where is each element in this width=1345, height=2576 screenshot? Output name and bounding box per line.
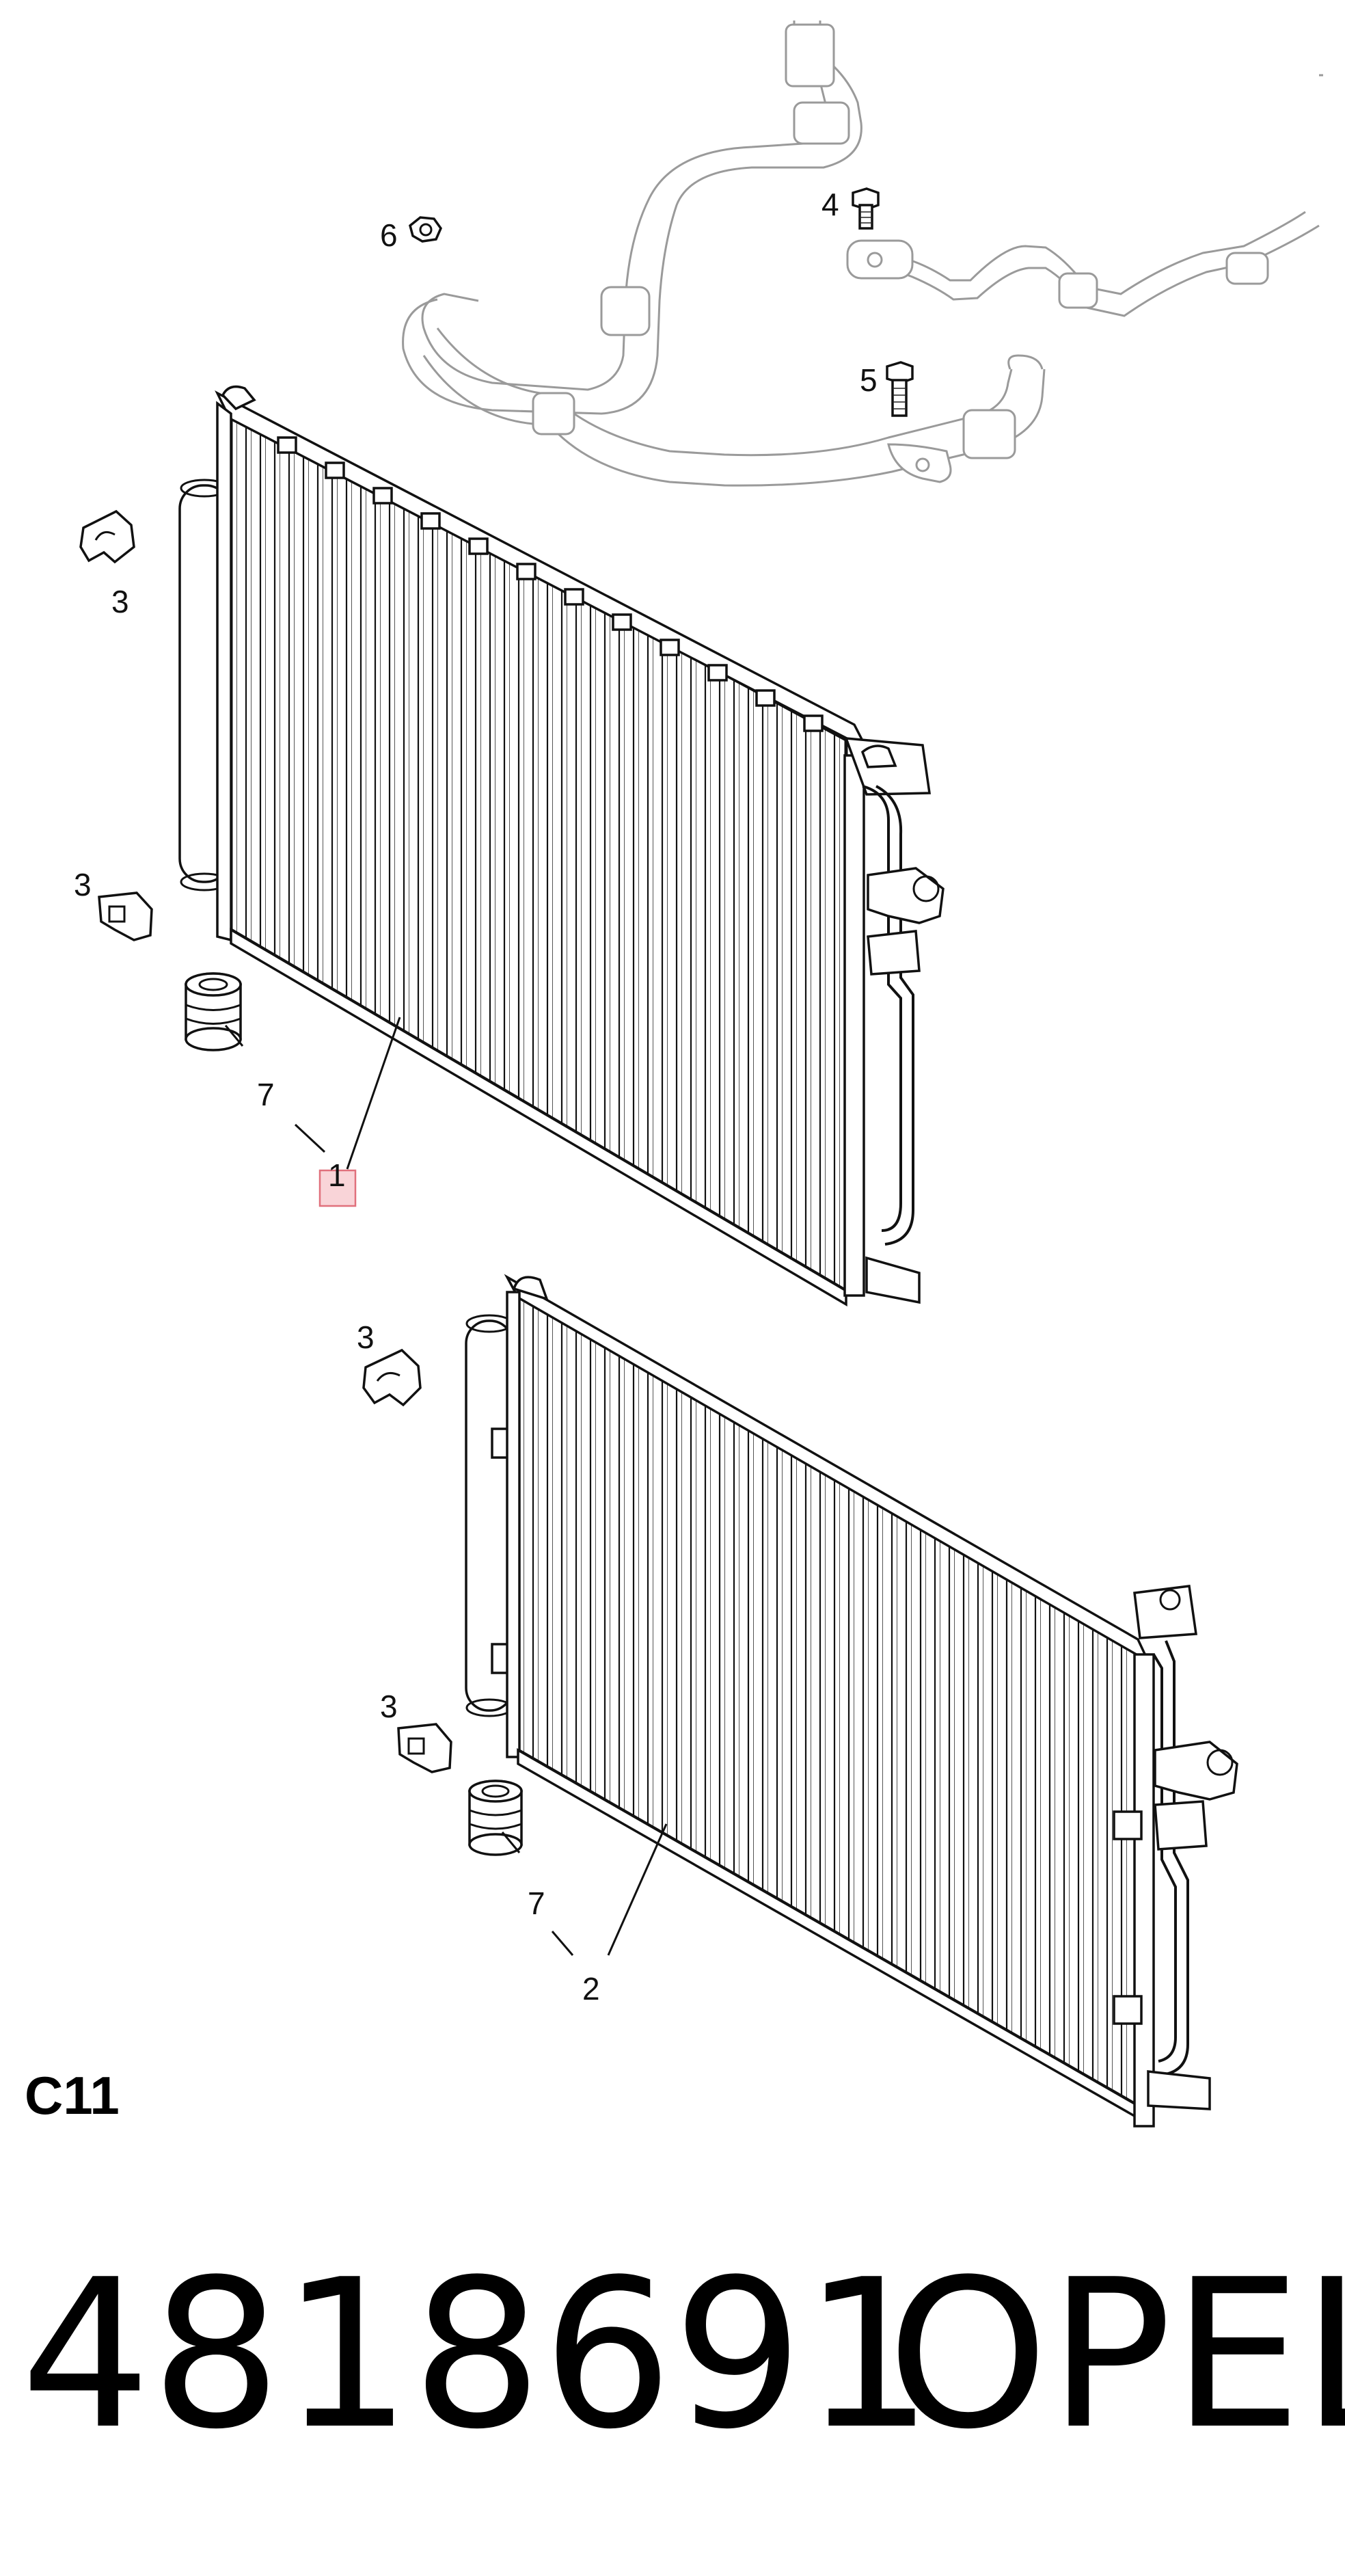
callout-3c: 3 — [357, 1319, 375, 1355]
callout-3a: 3 — [111, 584, 129, 619]
tank-tabs-1 — [277, 436, 824, 732]
leader-lines — [224, 1017, 668, 1956]
callout-7a: 7 — [257, 1077, 275, 1112]
callout-4: 4 — [821, 187, 839, 222]
mount-part-7a — [185, 972, 242, 1051]
part-number: 4818691 — [21, 2236, 934, 2474]
callout-2: 2 — [582, 1971, 600, 2007]
bolt-part-5 — [886, 361, 914, 417]
highlight-box — [318, 1169, 357, 1207]
refrigerant-lines — [402, 21, 1323, 487]
callout-6: 6 — [380, 217, 398, 253]
callout-labels: 6 4 5 3 3 7 1 3 3 7 2 — [74, 187, 878, 2007]
clip-part-3a — [79, 509, 135, 564]
nut-part-6 — [409, 216, 443, 243]
clip-part-3b — [98, 891, 153, 941]
brand-name: OPEL — [887, 2236, 1345, 2474]
callout-3d: 3 — [380, 1689, 398, 1724]
clip-part-3d — [397, 1723, 452, 1773]
mount-part-7b — [468, 1780, 523, 1856]
bolt-part-4 — [852, 187, 880, 230]
callout-7b: 7 — [528, 1886, 545, 1921]
callout-3b: 3 — [74, 867, 92, 902]
condenser-part-2 — [465, 1274, 1238, 2128]
section-code: C11 — [25, 2065, 120, 2125]
condenser-part-1 — [178, 385, 945, 1307]
clip-part-3c — [362, 1348, 422, 1407]
callout-1: 1 — [328, 1157, 346, 1193]
callout-5: 5 — [860, 362, 878, 398]
